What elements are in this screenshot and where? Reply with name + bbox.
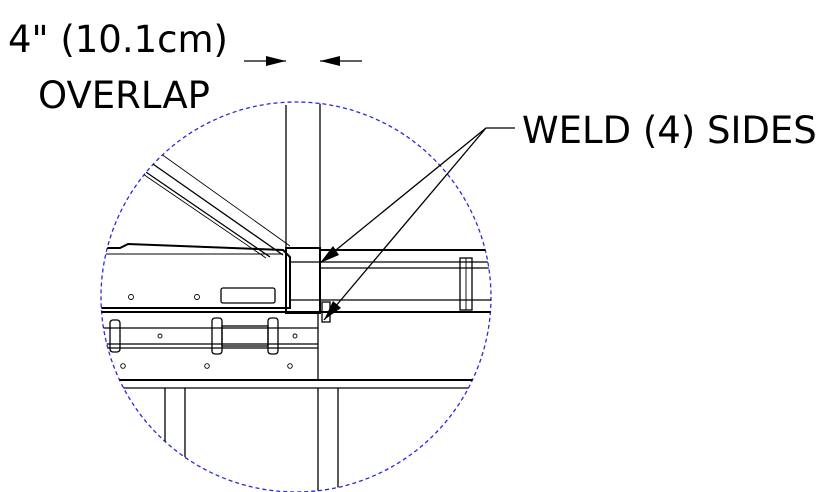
overlap-label-line2: OVERLAP [38,74,210,117]
left-housing [101,242,291,309]
detail-circle [100,101,492,492]
frame-tubes [101,249,491,323]
housing-slot [220,287,276,304]
diagonal-brace [139,145,291,259]
overlap-label-line1: 4" (10.1cm) [8,18,228,61]
overlap-sleeve [285,247,321,314]
roller-shaft [101,317,318,355]
machine-detail [101,102,491,492]
weld-label: WELD (4) SIDES [522,109,817,152]
lower-frame [101,312,491,492]
weld-leaders [319,127,515,321]
overlap-dimension [244,56,362,66]
